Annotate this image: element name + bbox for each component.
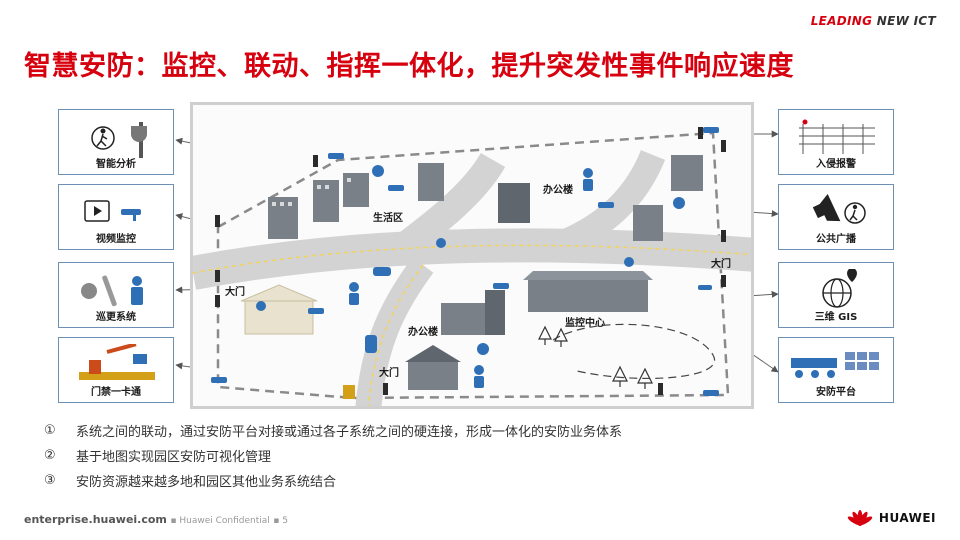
note-number: ③ [44, 473, 56, 488]
note-number: ① [44, 423, 56, 438]
system-box-patrol[interactable]: 巡更系统 [58, 262, 174, 328]
guards [349, 168, 593, 388]
system-box-analysis[interactable]: 智能分析 [58, 109, 174, 175]
monitor-center-building [528, 280, 648, 312]
notes-list: ① 系统之间的联动，通过安防平台对接或通过各子系统之间的硬连接，形成一体化的安防… [44, 418, 622, 493]
speakers [256, 165, 685, 355]
map-drawing [193, 127, 751, 406]
brand-slogan: LEADING NEW ICT [811, 14, 936, 28]
patrol-loop [552, 323, 716, 380]
label-office-mid: 办公楼 [408, 327, 438, 338]
system-box-broadcast[interactable]: 公共广播 [778, 184, 894, 250]
label-gate-right: 大门 [711, 259, 731, 270]
box-label: 公共广播 [816, 234, 856, 245]
box-label: 入侵报警 [816, 159, 856, 170]
note-item: ③ 安防资源越来越多地和园区其他业务系统结合 [44, 468, 622, 493]
footer-page-number: 5 [282, 516, 288, 526]
vehicles [365, 238, 634, 353]
brand-main: LEADING [810, 14, 873, 28]
system-box-platform[interactable]: 安防平台 [778, 337, 894, 403]
main-road [193, 228, 751, 290]
box-label: 门禁一卡通 [91, 387, 141, 398]
gate-posts [215, 127, 726, 395]
campus-map: 生活区 办公楼 办公楼 监控中心 大门 大门 大门 [190, 102, 754, 409]
label-monitor-center: 监控中心 [565, 318, 605, 329]
office-top-tower [671, 155, 703, 191]
road-upper-left [384, 152, 506, 267]
office-right-building [633, 205, 663, 241]
footer: enterprise.huawei.com ▪ Huawei Confident… [24, 513, 288, 526]
note-number: ② [44, 448, 56, 463]
road-centerline-bottom [367, 264, 424, 406]
office-top-building [498, 183, 530, 223]
footer-site: enterprise.huawei.com [24, 513, 167, 526]
gate-barrier [343, 385, 355, 399]
huawei-logo-text: HUAWEI [878, 511, 936, 525]
box-label: 视频监控 [96, 234, 136, 245]
note-text: 安防资源越来越多地和园区其他业务系统结合 [76, 475, 337, 490]
system-box-gis[interactable]: 三维 GIS [778, 262, 894, 328]
video-wall-icon [791, 352, 879, 378]
classical-hall [240, 284, 318, 335]
system-box-intrusion[interactable]: 入侵报警 [778, 109, 894, 175]
road-centerline [193, 244, 751, 274]
access-gate-icon [79, 344, 155, 380]
system-box-video[interactable]: 视频监控 [58, 184, 174, 250]
box-label: 智能分析 [96, 159, 136, 170]
patrol-baton-icon [81, 275, 143, 307]
note-text: 系统之间的联动，通过安防平台对接或通过各子系统之间的硬连接，形成一体化的安防业务… [76, 425, 623, 440]
road-upper-right [539, 149, 666, 263]
label-gate-left: 大门 [225, 287, 245, 298]
globe-icon [822, 269, 857, 308]
perimeter-dashed [216, 131, 730, 400]
bottom-building [408, 360, 458, 390]
page-title: 智慧安防：监控、联动、指挥一体化，提升突发性事件响应速度 [24, 51, 794, 82]
box-label: 三维 GIS [814, 312, 858, 323]
box-label: 巡更系统 [96, 312, 136, 323]
note-text: 基于地图实现园区安防可视化管理 [76, 450, 272, 465]
cameras [211, 127, 719, 396]
label-living-area: 生活区 [373, 213, 403, 224]
huawei-logo: HUAWEI [847, 508, 936, 528]
label-gate-bottom: 大门 [379, 368, 399, 379]
footer-confidential: Huawei Confidential [179, 516, 270, 526]
perimeter-fence-icon [799, 119, 875, 154]
speaker-icon [812, 193, 866, 224]
trees [538, 325, 653, 389]
box-label: 安防平台 [816, 387, 856, 398]
brand-accent: NEW ICT [876, 14, 936, 28]
label-office-top: 办公楼 [543, 185, 573, 196]
note-item: ② 基于地图实现园区安防可视化管理 [44, 443, 622, 468]
note-item: ① 系统之间的联动，通过安防平台对接或通过各子系统之间的硬连接，形成一体化的安防… [44, 418, 622, 443]
huawei-petal-icon [847, 510, 873, 526]
person-walk-icon [91, 122, 147, 158]
video-clip-icon [84, 200, 141, 222]
system-box-access[interactable]: 门禁一卡通 [58, 337, 174, 403]
